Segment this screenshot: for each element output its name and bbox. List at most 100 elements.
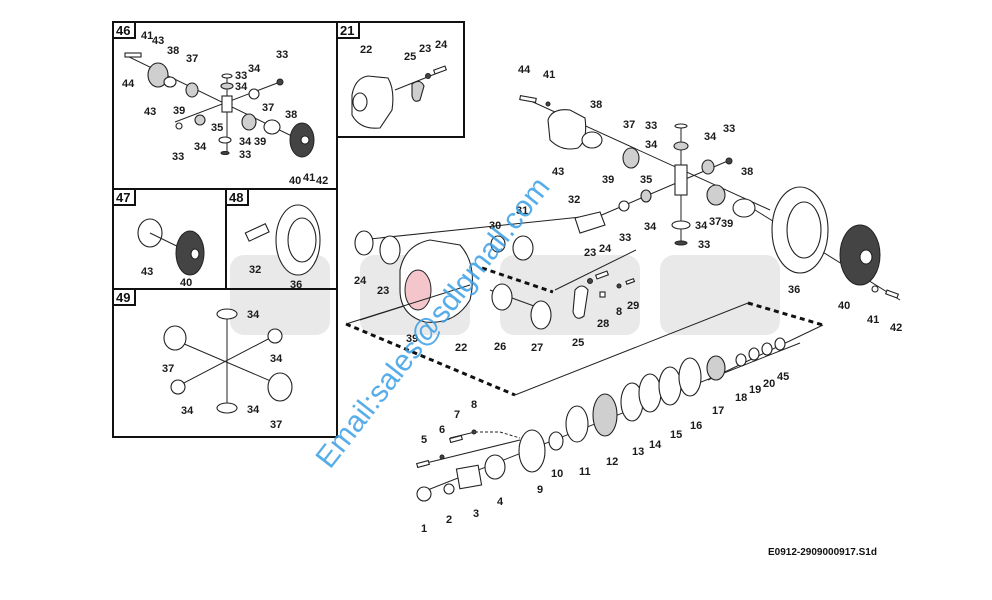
callout: 34 [270, 353, 283, 365]
ring-19 [748, 347, 760, 361]
box49-drawing [163, 308, 293, 414]
callout: 30 [489, 220, 501, 232]
callout: 17 [712, 405, 724, 417]
callout: 34 [235, 81, 248, 93]
carrier-housing-22 [351, 75, 394, 129]
callout: 1 [421, 523, 427, 535]
callout: 43 [144, 106, 156, 118]
bearing-cap-25-main [572, 285, 589, 319]
callout: 39 [721, 218, 733, 230]
callout: 43 [152, 35, 164, 47]
callout: 7 [454, 409, 460, 421]
callout: 19 [749, 384, 761, 396]
callout: 34 [644, 221, 657, 233]
main-input-callouts: 1 2 3 4 5 6 7 8 9 10 11 12 13 14 15 16 1… [421, 371, 789, 535]
callout: 40 [289, 175, 301, 187]
disc-11 [565, 405, 589, 443]
box21-callouts: 22 25 23 24 [360, 39, 448, 63]
callout: 33 [276, 49, 288, 61]
box-label-48: 48 [229, 190, 243, 205]
callout: 31 [516, 205, 528, 217]
callout: 42 [316, 175, 328, 187]
bearing-cap-25 [411, 80, 425, 102]
callout: 8 [616, 306, 622, 318]
callout: 33 [172, 151, 184, 163]
callout: 11 [579, 466, 591, 478]
callout: 32 [249, 264, 261, 276]
callout: 25 [404, 51, 416, 63]
callout: 23 [377, 285, 389, 297]
callout: 34 [645, 139, 658, 151]
detail-box-21: 21 [336, 21, 465, 138]
main-input-drawing [416, 337, 801, 502]
callout: 26 [494, 341, 506, 353]
callout: 12 [606, 456, 618, 468]
box-label-47: 47 [116, 190, 130, 205]
callout: 28 [597, 318, 609, 330]
callout: 34 [695, 220, 708, 232]
callout: 34 [704, 131, 717, 143]
callout: 10 [551, 468, 563, 480]
detail-box-47: 47 [112, 188, 227, 290]
callout: 33 [723, 123, 735, 135]
callout: 43 [141, 266, 153, 278]
callout: 36 [788, 284, 800, 296]
callout: 32 [568, 194, 580, 206]
callout: 27 [531, 342, 543, 354]
box-label-21: 21 [340, 23, 354, 38]
box48-drawing [244, 204, 321, 276]
callout: 44 [518, 64, 531, 76]
callout: 16 [690, 420, 702, 432]
callout: 6 [439, 424, 445, 436]
box46-callouts: 41 43 38 37 33 44 33 34 34 43 39 35 37 3… [122, 30, 328, 187]
callout: 45 [777, 371, 789, 383]
callout: 33 [619, 232, 631, 244]
seal-10 [548, 431, 564, 451]
callout: 37 [623, 119, 635, 131]
callout: 33 [698, 239, 710, 251]
callout: 23 [584, 247, 596, 259]
plate-12 [592, 393, 618, 437]
callout: 20 [763, 378, 775, 390]
callout: 33 [645, 120, 657, 132]
callout: 39 [602, 174, 614, 186]
detail-box-49: 49 [112, 288, 338, 438]
bearing-17 [706, 355, 726, 381]
callout: 3 [473, 508, 479, 520]
callout: 38 [167, 45, 179, 57]
callout: 44 [122, 78, 135, 90]
box47-callouts: 43 40 [141, 266, 192, 289]
box21-drawing [351, 65, 448, 129]
callout: 37 [186, 53, 198, 65]
main-ring-gear-callouts: 36 40 41 42 [788, 284, 902, 334]
callout: 37 [162, 363, 174, 375]
callout: 29 [627, 300, 639, 312]
callout: 15 [670, 429, 682, 441]
washer-2 [443, 483, 455, 495]
callout: 38 [741, 166, 753, 178]
callout: 24 [354, 275, 367, 287]
callout: 37 [270, 419, 282, 431]
main-carrier-callouts: 32 31 30 24 23 23 24 26 27 25 22 39 28 8… [354, 194, 639, 354]
callout: 40 [838, 300, 850, 312]
callout: 34 [181, 405, 194, 417]
disc-15 [658, 366, 682, 406]
callout: 35 [640, 174, 652, 186]
callout: 37 [709, 216, 721, 228]
callout: 42 [890, 322, 902, 334]
callout: 34 [239, 136, 252, 148]
nut-1 [416, 486, 432, 502]
callout: 38 [590, 99, 602, 111]
main-ring-gear-drawing [754, 186, 901, 301]
main-differential-callouts: 44 41 38 37 33 33 34 34 43 39 35 33 34 3… [518, 64, 753, 251]
callout: 39 [254, 136, 266, 148]
box49-callouts: 34 37 34 37 34 34 [162, 309, 283, 431]
box-label-49: 49 [116, 290, 130, 305]
bolt-44 [124, 52, 142, 58]
callout: 22 [455, 342, 467, 354]
callout: 41 [303, 172, 315, 184]
callout: 8 [471, 399, 477, 411]
callout: 34 [248, 63, 261, 75]
callout: 2 [446, 514, 452, 526]
